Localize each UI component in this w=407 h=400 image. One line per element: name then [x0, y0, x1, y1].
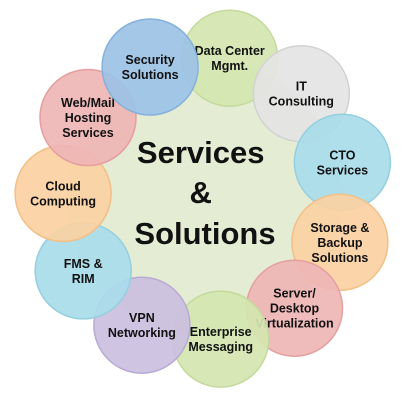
- service-node-label-line: CTO: [329, 148, 355, 162]
- service-node-label: FMS &RIM: [64, 257, 103, 286]
- service-node-label-line: Server/: [273, 287, 316, 301]
- service-node-label-line: Mgmt.: [211, 59, 248, 73]
- service-node-label-line: Cloud: [45, 180, 80, 194]
- service-node-label-line: Security: [125, 53, 174, 67]
- service-node-label-line: Messaging: [188, 340, 253, 354]
- service-node-label-line: VPN: [129, 311, 155, 325]
- service-node-label-line: Services: [317, 163, 368, 177]
- center-title-line-services: Services: [137, 135, 265, 170]
- service-node-label-line: Hosting: [65, 111, 112, 125]
- service-node-label-line: IT: [296, 80, 307, 94]
- center-title-line-solutions: Solutions: [134, 216, 275, 251]
- service-node-label-line: Services: [62, 126, 113, 140]
- service-node-label-line: Storage &: [310, 221, 369, 235]
- service-node-label-line: Enterprise: [190, 325, 252, 339]
- service-node-label-line: Data Center: [195, 44, 265, 58]
- service-node-fms-rim: FMS &RIM: [34, 222, 132, 320]
- service-node-label-line: Desktop: [270, 302, 320, 316]
- service-node-circle: [101, 18, 199, 116]
- service-node-label-line: FMS &: [64, 257, 103, 271]
- service-node-label-line: RIM: [72, 272, 95, 286]
- service-node-label-line: Virtualization: [255, 317, 333, 331]
- service-node-label-line: Web/Mail: [61, 96, 115, 110]
- service-node-label-line: Networking: [108, 326, 176, 340]
- service-node-label-line: Consulting: [269, 95, 334, 109]
- service-node-label-line: Solutions: [122, 68, 179, 82]
- center-title: Services & Solutions: [134, 135, 275, 251]
- center-title-line-ampersand: &: [189, 175, 211, 210]
- service-node-label-line: Solutions: [311, 251, 368, 265]
- service-node-label-line: Backup: [317, 236, 363, 250]
- service-node-label-line: Computing: [30, 195, 96, 209]
